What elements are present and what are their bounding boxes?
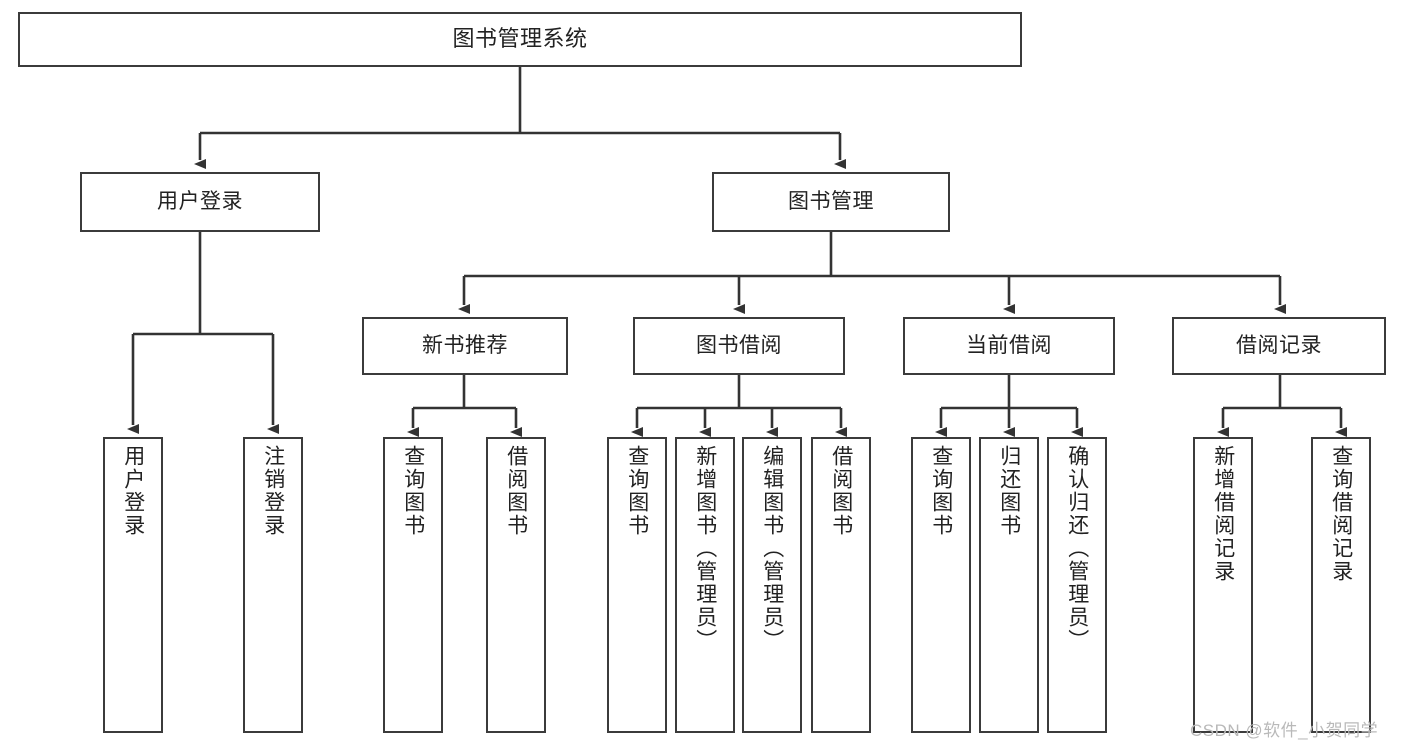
- leaf-confirm-return-admin[interactable]: 确认归还（管理员）: [1047, 437, 1107, 733]
- node-label: 图书管理: [788, 190, 874, 214]
- leaf-return-books[interactable]: 归还图书: [979, 437, 1039, 733]
- leaf-borrow-books-borrowing[interactable]: 借阅图书: [811, 437, 871, 733]
- node-label: 新书推荐: [422, 334, 508, 358]
- leaf-borrow-books-recommendation[interactable]: 借阅图书: [486, 437, 546, 733]
- node-label: 用户登录: [121, 445, 145, 537]
- leaf-query-borrow-record[interactable]: 查询借阅记录: [1311, 437, 1371, 733]
- node-label: 新增图书（管理员）: [693, 445, 717, 652]
- leaf-add-borrow-record[interactable]: 新增借阅记录: [1193, 437, 1253, 733]
- node-label: 归还图书: [997, 445, 1021, 537]
- node-label: 编辑图书（管理员）: [760, 445, 784, 652]
- node-label: 确认归还（管理员）: [1065, 445, 1089, 652]
- csdn-watermark: CSDN @软件_小贺同学: [1190, 721, 1379, 740]
- node-label: 用户登录: [157, 190, 243, 214]
- leaf-user-login[interactable]: 用户登录: [103, 437, 163, 733]
- node-label: 图书管理系统: [452, 26, 588, 52]
- node-label: 查询借阅记录: [1329, 445, 1353, 583]
- node-book-borrowing[interactable]: 图书借阅: [633, 317, 845, 375]
- leaf-edit-book-admin[interactable]: 编辑图书（管理员）: [742, 437, 802, 733]
- node-label: 查询图书: [401, 445, 425, 537]
- node-new-book-recommendation[interactable]: 新书推荐: [362, 317, 568, 375]
- node-label: 借阅图书: [829, 445, 853, 537]
- leaf-query-books-recommendation[interactable]: 查询图书: [383, 437, 443, 733]
- node-root-book-management-system[interactable]: 图书管理系统: [18, 12, 1022, 67]
- node-user-login[interactable]: 用户登录: [80, 172, 320, 232]
- node-label: 借阅记录: [1236, 334, 1322, 358]
- node-current-borrowing[interactable]: 当前借阅: [903, 317, 1115, 375]
- node-label: 注销登录: [261, 445, 285, 537]
- node-label: 图书借阅: [696, 334, 782, 358]
- node-label: 当前借阅: [966, 334, 1052, 358]
- node-label: 查询图书: [625, 445, 649, 537]
- leaf-query-books-borrowing[interactable]: 查询图书: [607, 437, 667, 733]
- node-label: 借阅图书: [504, 445, 528, 537]
- leaf-logout[interactable]: 注销登录: [243, 437, 303, 733]
- leaf-query-books-current[interactable]: 查询图书: [911, 437, 971, 733]
- node-borrowing-records[interactable]: 借阅记录: [1172, 317, 1386, 375]
- leaf-add-book-admin[interactable]: 新增图书（管理员）: [675, 437, 735, 733]
- node-book-management[interactable]: 图书管理: [712, 172, 950, 232]
- node-label: 新增借阅记录: [1211, 445, 1235, 583]
- node-label: 查询图书: [929, 445, 953, 537]
